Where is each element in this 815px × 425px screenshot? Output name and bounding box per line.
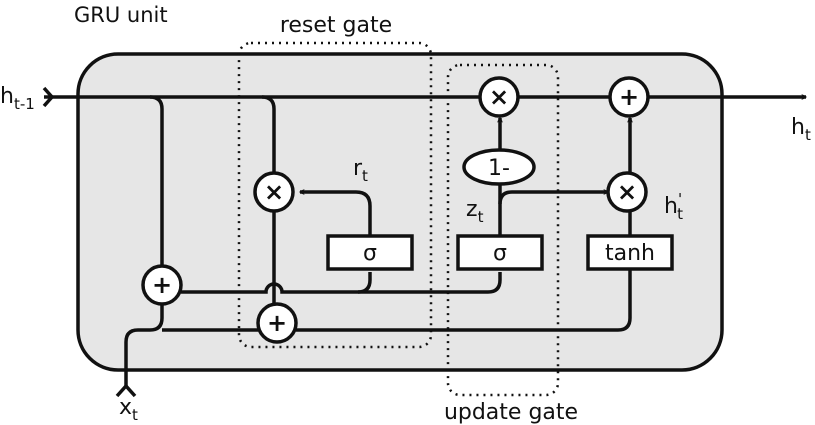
h-prev-input-chevron: [42, 86, 55, 108]
x-input-chevron: [115, 383, 137, 398]
svg-text:1-: 1-: [488, 156, 510, 181]
h-candidate-label: h't: [664, 190, 683, 223]
tanh-box: tanh: [586, 234, 674, 271]
z-label: zt: [466, 197, 484, 226]
left-adder-node: +: [141, 264, 183, 306]
reset-sigma-box: σ: [326, 234, 414, 271]
one-minus-node: 1-: [462, 148, 536, 186]
svg-text:×: ×: [489, 83, 509, 111]
svg-text:+: +: [267, 309, 287, 337]
r-label: rt: [353, 156, 368, 185]
reset-multiplier-node: ×: [253, 171, 295, 213]
update-to-cand-mult: [498, 192, 608, 205]
diagram-title: GRU unit: [74, 3, 168, 27]
svg-text:+: +: [152, 271, 172, 299]
connection-lines: [44, 97, 806, 388]
update-multiplier-node: ×: [478, 76, 520, 118]
candidate-multiplier-node: ×: [606, 171, 648, 213]
h-prev-branch-to-adder: [149, 95, 164, 266]
adder-to-reset-sigma: [357, 272, 372, 294]
h-prev-label: ht-1: [0, 84, 35, 113]
adder-output-line: [181, 272, 502, 294]
h-prev-branch-to-reset: [261, 95, 276, 175]
svg-text:σ: σ: [493, 241, 507, 266]
update-sigma-box: σ: [456, 234, 544, 271]
bottom-adder-to-tanh: [296, 270, 632, 332]
svg-text:×: ×: [264, 178, 284, 206]
h-out-label: ht: [791, 115, 811, 144]
svg-text:tanh: tanh: [605, 241, 655, 266]
reset-gate-label: reset gate: [280, 13, 392, 38]
svg-text:+: +: [619, 83, 639, 111]
reset-gate-region: [237, 41, 433, 349]
update-gate-label: update gate: [444, 400, 578, 425]
svg-text:σ: σ: [363, 241, 377, 266]
output-adder-node: +: [608, 76, 650, 118]
update-gate-region: [446, 63, 560, 397]
bottom-adder-node: +: [256, 302, 298, 344]
reset-signal-line: [300, 192, 372, 236]
svg-text:×: ×: [617, 178, 637, 206]
x-input-label: xt: [119, 395, 138, 424]
x-input-line: [124, 304, 164, 388]
